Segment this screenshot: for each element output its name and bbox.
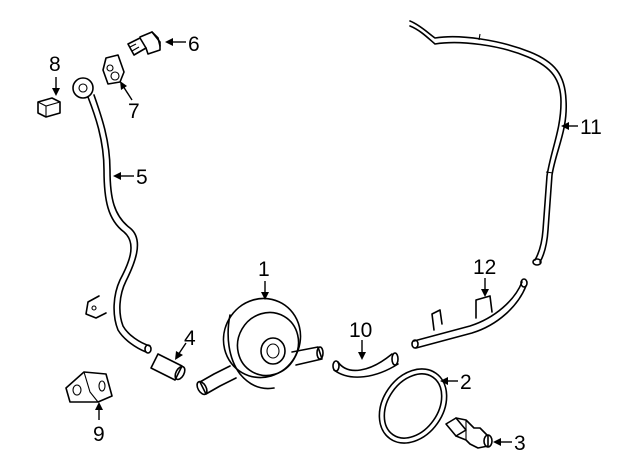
callout-8: 8 [49,53,61,96]
callout-7-label: 7 [128,100,140,123]
part-1-oil-cooler [196,297,324,396]
callout-1: 1 [258,258,270,300]
callout-3: 3 [493,432,526,455]
callout-5: 5 [113,166,148,189]
callout-10-label: 10 [349,319,372,342]
part-6-bolt [127,31,161,56]
callout-1-label: 1 [258,258,270,281]
callout-6: 6 [165,33,200,56]
callout-11-label: 11 [580,116,602,139]
callout-6-label: 6 [188,33,200,56]
callout-9-label: 9 [93,423,105,446]
callout-9: 9 [93,402,105,446]
callout-4: 4 [175,327,196,360]
part-5-line [72,77,152,354]
part-8-cap [37,97,61,118]
callout-12-label: 12 [473,256,496,279]
callout-4-label: 4 [184,327,196,350]
callout-2-label: 2 [460,371,472,394]
callout-5-label: 5 [136,166,148,189]
callout-7: 7 [120,81,140,123]
callout-12: 12 [473,256,496,297]
part-2-o-ring [378,368,448,444]
callout-2: 2 [440,371,472,394]
part-7-gasket [102,54,125,85]
callout-3-label: 3 [514,432,526,455]
part-9-bracket [65,371,113,403]
callout-8-label: 8 [49,53,61,76]
part-4-sleeve [150,353,186,381]
part-3-fitting [445,417,493,449]
part-10-hose [332,352,399,378]
callout-10: 10 [349,319,372,360]
callout-11: 11 [561,116,602,139]
part-11-hose [409,20,567,266]
part-12-tube [411,278,528,349]
